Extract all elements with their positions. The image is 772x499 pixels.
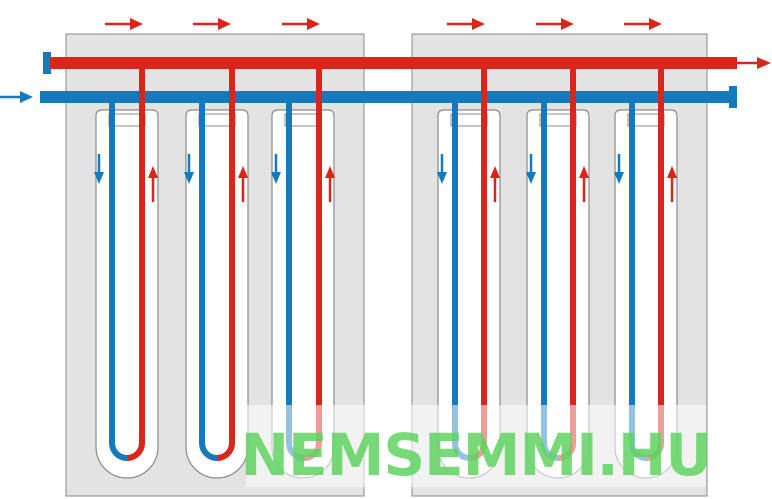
hot-riser-4 <box>481 63 487 105</box>
panel-right-tube-2-up-arrow-head <box>579 166 589 178</box>
top-flow-arrow-3-head <box>307 18 320 30</box>
panel-right-tube-1-up-arrow-head <box>490 166 500 178</box>
panel-left-tube-2-hot-leg <box>216 63 235 461</box>
cold-header-end-cap <box>729 86 737 108</box>
top-flow-arrow-1-head <box>130 18 143 30</box>
hot-header-end-cap <box>43 52 51 74</box>
top-flow-arrow-2-head <box>218 18 231 30</box>
hot-riser-6 <box>658 63 664 105</box>
panel-left-tube-1-hot-leg <box>126 63 145 461</box>
header-pipes <box>0 52 771 108</box>
hot-riser-3 <box>316 63 322 105</box>
watermark: NEMSEMMI.HU <box>241 405 712 489</box>
watermark-backdrop <box>246 405 706 487</box>
top-flow-arrow-4-head <box>472 18 485 30</box>
hot-header-pipe <box>50 57 737 69</box>
hot-riser-1 <box>139 63 145 105</box>
top-flow-arrow-6-head <box>649 18 662 30</box>
panel-right-tube-3-down-arrow-head <box>614 172 624 184</box>
panel-left-tube-1-up-arrow-head <box>148 166 158 178</box>
panel-right-tube-2-down-arrow-head <box>526 172 536 184</box>
panel-right-tube-1-down-arrow-head <box>437 172 447 184</box>
top-flow-arrow-5-head <box>561 18 574 30</box>
panel-left-tube-2-cold-leg <box>199 97 218 461</box>
panel-right-tube-3-up-arrow-head <box>667 166 677 178</box>
cold-header-pipe <box>40 91 730 103</box>
panel-left-tube-2-down-arrow-head <box>184 172 194 184</box>
flow-arrows <box>94 18 677 202</box>
panel-left-tube-3-up-arrow-head <box>325 166 335 178</box>
panel-left-tube-3-down-arrow-head <box>271 172 281 184</box>
panel-left-tube-2-up-arrow-head <box>238 166 248 178</box>
hot-riser-5 <box>570 63 576 105</box>
panel-left-tube-2 <box>185 109 249 479</box>
hot-outlet-arrow-head <box>757 57 771 69</box>
cold-inlet-arrow-head <box>20 91 33 103</box>
panel-left-tube-1-cold-leg <box>109 97 128 461</box>
hot-riser-2 <box>229 63 235 105</box>
watermark-text: NEMSEMMI.HU <box>241 421 712 489</box>
panel-left-tube-1 <box>95 109 159 479</box>
panel-left-tube-1-down-arrow-head <box>94 172 104 184</box>
